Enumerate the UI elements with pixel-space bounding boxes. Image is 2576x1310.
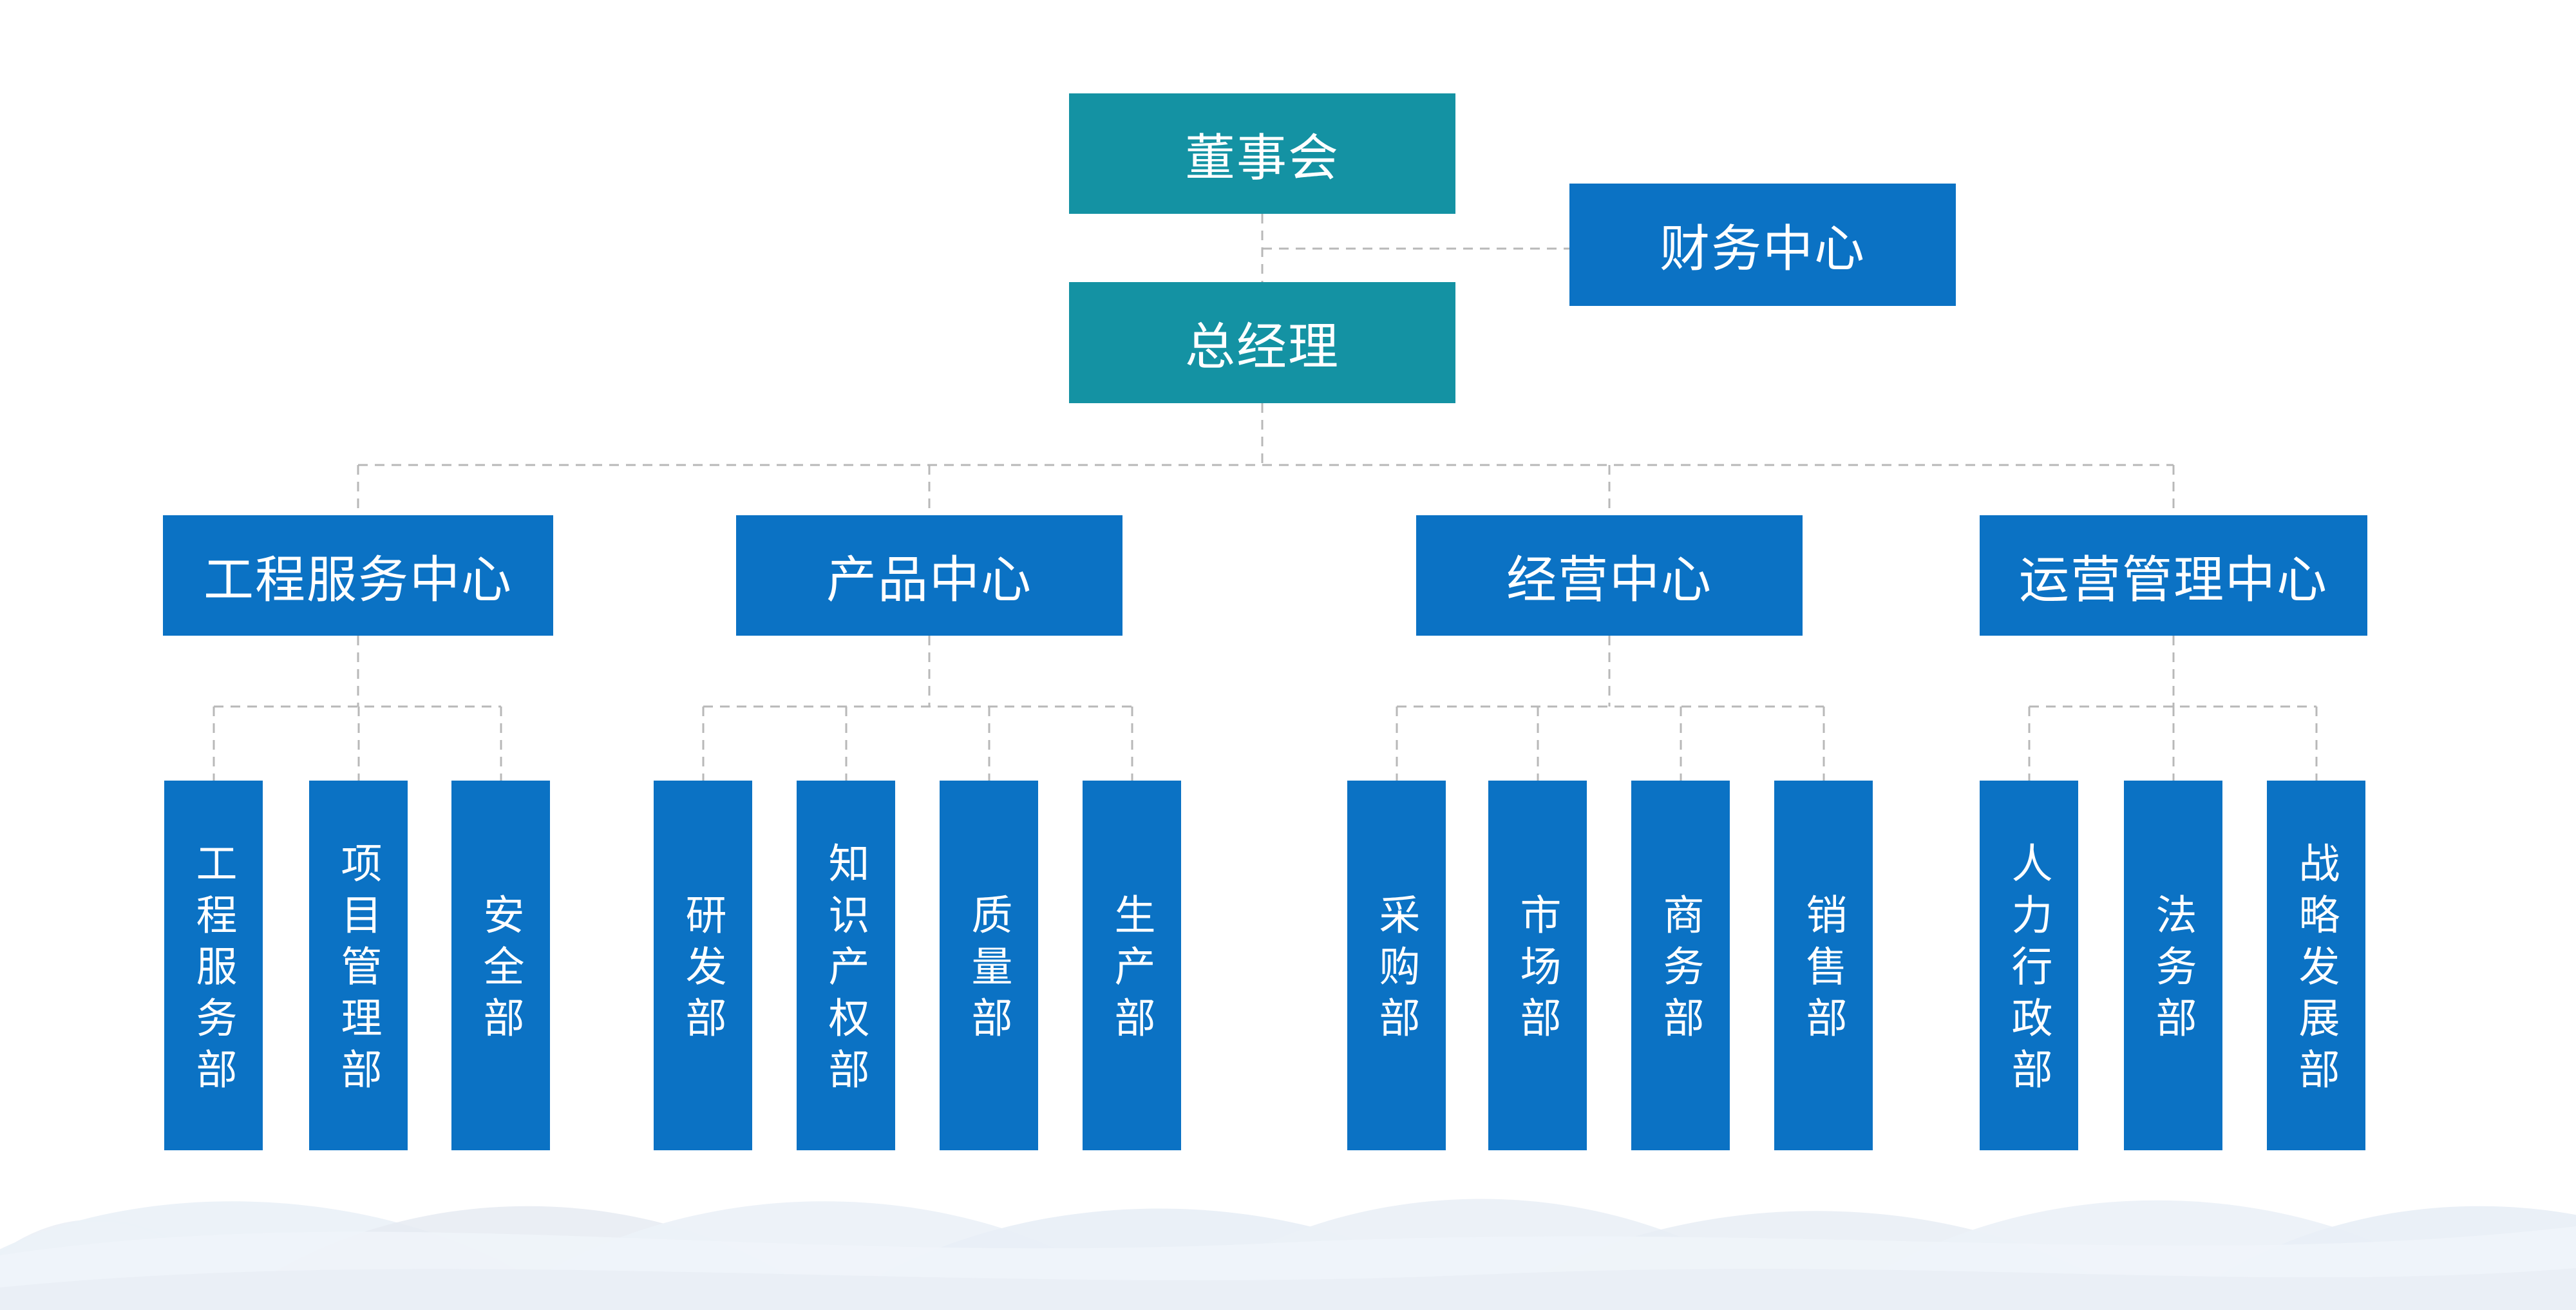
dept-label: 市场部 bbox=[1514, 893, 1561, 1048]
org-node-procurement-dept: 采购部 bbox=[1347, 781, 1446, 1150]
org-node-board: 董事会 bbox=[1069, 93, 1455, 214]
org-node-legal-dept: 法务部 bbox=[2124, 781, 2222, 1150]
dept-label: 人力行政部 bbox=[2005, 842, 2052, 1099]
org-node-finance-center: 财务中心 bbox=[1569, 184, 1956, 306]
org-node-commerce-dept: 商务部 bbox=[1631, 781, 1730, 1150]
org-node-production-dept: 生产部 bbox=[1083, 781, 1181, 1150]
dept-label: 商务部 bbox=[1657, 893, 1704, 1048]
org-node-rnd-dept: 研发部 bbox=[654, 781, 752, 1150]
dept-label: 法务部 bbox=[2150, 893, 2197, 1048]
dept-label: 质量部 bbox=[965, 893, 1012, 1048]
org-node-marketing-dept: 市场部 bbox=[1488, 781, 1587, 1150]
dept-label: 销售部 bbox=[1800, 893, 1847, 1048]
org-node-hr-admin-dept: 人力行政部 bbox=[1980, 781, 2078, 1150]
org-node-intellectual-property-dept: 知识产权部 bbox=[797, 781, 895, 1150]
dept-label: 安全部 bbox=[477, 893, 524, 1048]
dept-label: 项目管理部 bbox=[335, 842, 382, 1099]
org-node-engineering-service-center: 工程服务中心 bbox=[163, 515, 553, 636]
org-node-general-manager: 总经理 bbox=[1069, 282, 1455, 403]
dept-label: 采购部 bbox=[1373, 893, 1420, 1048]
dept-label: 工程服务部 bbox=[190, 842, 237, 1099]
dept-label: 生产部 bbox=[1108, 893, 1155, 1048]
org-node-engineering-service-dept: 工程服务部 bbox=[164, 781, 263, 1150]
dept-label: 研发部 bbox=[679, 893, 726, 1048]
dept-label: 战略发展部 bbox=[2293, 842, 2340, 1099]
org-node-operations-management-center: 运营管理中心 bbox=[1980, 515, 2367, 636]
org-node-quality-dept: 质量部 bbox=[940, 781, 1038, 1150]
org-node-product-center: 产品中心 bbox=[736, 515, 1122, 636]
org-node-strategic-development-dept: 战略发展部 bbox=[2267, 781, 2365, 1150]
org-node-sales-dept: 销售部 bbox=[1774, 781, 1873, 1150]
org-node-business-center: 经营中心 bbox=[1416, 515, 1803, 636]
dept-label: 知识产权部 bbox=[822, 842, 869, 1099]
wave-decoration bbox=[0, 1199, 2576, 1310]
org-node-safety-dept: 安全部 bbox=[451, 781, 550, 1150]
org-node-project-management-dept: 项目管理部 bbox=[309, 781, 408, 1150]
